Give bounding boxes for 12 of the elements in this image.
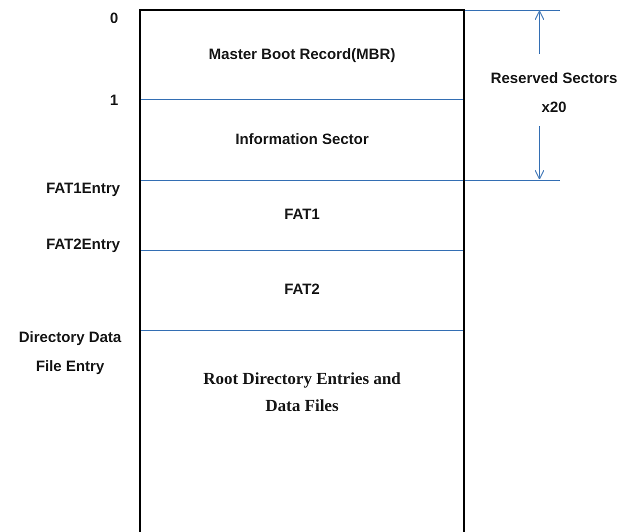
band-label: Master Boot Record(MBR) [208,44,396,65]
offset-label: Directory Data File Entry [18,328,122,377]
offset-label: 0 [108,9,120,29]
dimension-label: Reserved Sectors x20 [490,69,618,118]
offset-label: FAT1Entry [45,179,120,199]
band-label: FAT2 [284,280,320,300]
offset-label: FAT2Entry [45,235,120,255]
band-label: FAT1 [284,205,320,226]
band-label: Root Directory Entries and Data Files [202,368,402,417]
memory-layout-box [139,9,465,532]
band-label: Information Sector [235,130,369,150]
offset-label: 1 [108,91,120,111]
